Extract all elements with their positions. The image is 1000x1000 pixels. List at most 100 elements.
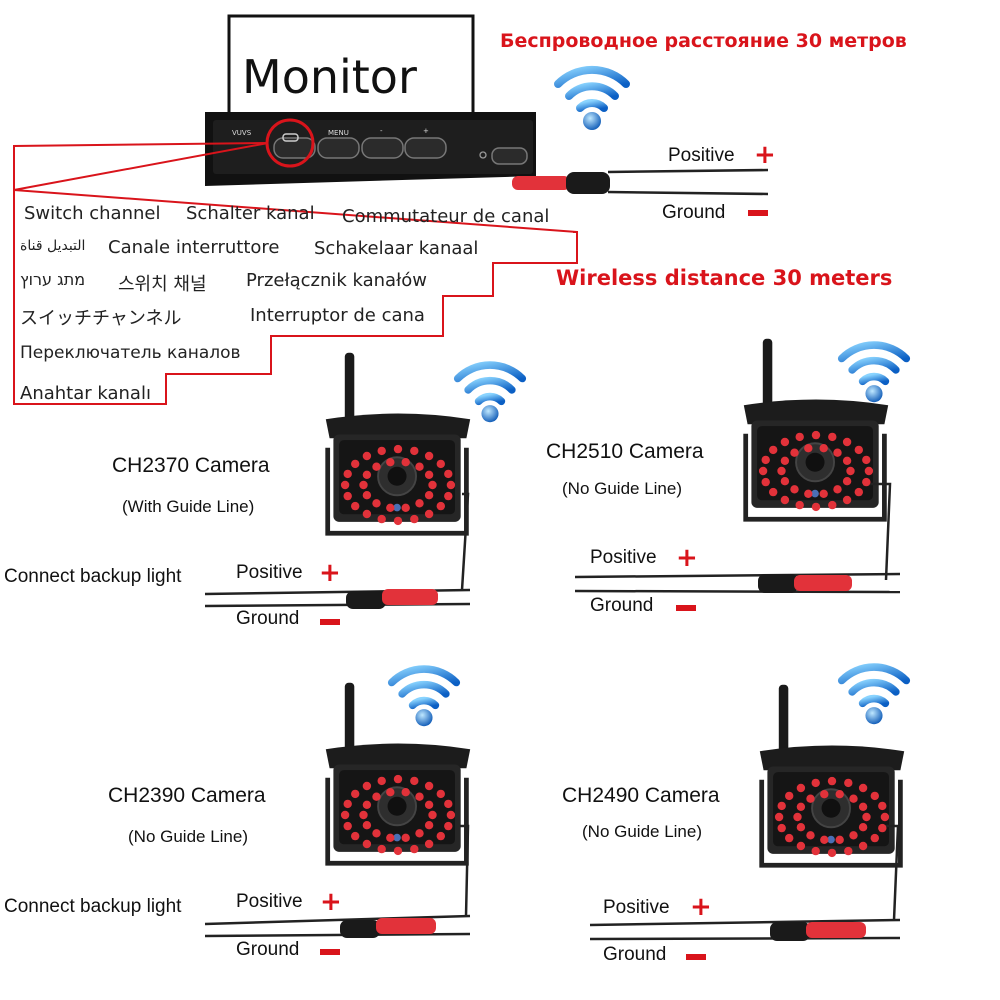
infrared-led [806, 794, 815, 803]
infrared-led [820, 790, 829, 799]
infrared-led [410, 776, 419, 786]
infrared-led [846, 466, 855, 476]
infrared-led [359, 480, 368, 490]
infrared-led [444, 821, 453, 831]
infrared-led [828, 500, 837, 510]
infrared-led [842, 437, 852, 447]
switch-channel-label: Schalter kanal [186, 203, 315, 224]
infrared-led [340, 480, 350, 490]
infrared-led [795, 500, 804, 510]
infrared-led [393, 846, 403, 856]
infrared-led [386, 833, 395, 842]
camera-3-plus-sign: + [320, 887, 342, 917]
camera-4-minus-sign [686, 954, 706, 960]
infrared-led [424, 781, 434, 791]
camera-1-positive-label: Positive [236, 562, 303, 583]
infrared-led [780, 495, 790, 505]
infrared-led [811, 846, 820, 856]
infrared-led [436, 831, 445, 841]
camera-1-image [326, 353, 470, 534]
infrared-led [761, 455, 770, 465]
camera-1-title: CH2370 Camera [112, 454, 270, 477]
infrared-led [769, 445, 778, 455]
switch-channel-label: Switch channel [24, 203, 161, 224]
switch-channel-label: Przełącznik kanałów [246, 270, 427, 291]
infrared-led [842, 477, 852, 486]
infrared-led [785, 833, 794, 843]
infrared-led [827, 776, 837, 786]
infrared-led [393, 516, 403, 526]
monitor-button-label-2: MENU [328, 129, 349, 137]
infrared-led [761, 477, 770, 487]
infrared-led [343, 469, 352, 479]
infrared-led [858, 783, 868, 793]
camera-3-minus-sign [320, 949, 340, 955]
infrared-led [415, 462, 424, 471]
infrared-led [833, 448, 842, 457]
camera-1-plus-sign: + [319, 558, 341, 588]
wifi-icon-cam3 [392, 669, 457, 726]
infrared-led [833, 485, 842, 494]
camera-2-plus-sign: + [676, 543, 698, 573]
infrared-led [835, 835, 844, 844]
infrared-led [410, 844, 419, 854]
infrared-led [424, 509, 434, 519]
infrared-led [351, 501, 360, 511]
infrared-led [777, 823, 786, 833]
infrared-led [820, 835, 829, 844]
camera-3-positive-label: Positive [236, 891, 303, 912]
camera-1-subtitle: (With Guide Line) [122, 497, 255, 516]
infrared-led [415, 792, 424, 801]
monitor-button-label-3: - [380, 127, 383, 135]
infrared-led [362, 839, 372, 849]
infrared-led [436, 501, 445, 511]
camera-1-connect-label: Connect backup light [4, 566, 182, 587]
switch-channel-label: Schakelaar kanaal [314, 238, 479, 259]
infrared-led [343, 491, 352, 501]
infrared-led [436, 789, 445, 799]
callout-outline [13, 142, 578, 405]
infrared-led [793, 812, 802, 822]
infrared-led [796, 841, 806, 851]
camera-4-image [760, 685, 904, 866]
monitor-plus-sign: + [754, 140, 776, 170]
infrared-led [351, 459, 360, 469]
wifi-icon-cam2 [842, 345, 907, 402]
infrared-led [401, 458, 410, 467]
infrared-led [858, 802, 868, 811]
switch-channel-label: Commutateur de canal [342, 206, 550, 227]
infrared-led [444, 799, 453, 809]
infrared-led [415, 829, 424, 838]
infrared-led [828, 432, 837, 442]
infrared-led [362, 451, 372, 461]
infrared-led [424, 821, 434, 830]
infrared-led [446, 810, 456, 820]
infrared-led [811, 430, 821, 440]
infrared-led [444, 469, 453, 479]
infrared-led [386, 503, 395, 512]
wifi-icon-top [558, 70, 626, 130]
infrared-led [351, 789, 360, 799]
infrared-led [806, 831, 815, 840]
infrared-led [790, 485, 799, 494]
infrared-led [436, 459, 445, 469]
infrared-led [811, 502, 821, 512]
infrared-led-layer [340, 430, 890, 858]
infrared-led [858, 841, 868, 851]
camera-4-title: CH2490 Camera [562, 784, 720, 807]
infrared-led [785, 791, 794, 801]
infrared-led [796, 802, 806, 811]
infrared-led [849, 794, 858, 803]
infrared-led [424, 839, 434, 849]
monitor-positive-label: Positive [668, 145, 735, 166]
infrared-led [410, 446, 419, 456]
camera-2-subtitle: (No Guide Line) [562, 479, 683, 498]
monitor-button-label-4: + [423, 127, 429, 135]
infrared-led [372, 462, 381, 471]
infrared-led [870, 791, 879, 801]
camera-4-ground-label: Ground [603, 944, 667, 965]
infrared-led [804, 489, 813, 498]
camera-3-title: CH2390 Camera [108, 784, 266, 807]
infrared-led [377, 776, 386, 786]
